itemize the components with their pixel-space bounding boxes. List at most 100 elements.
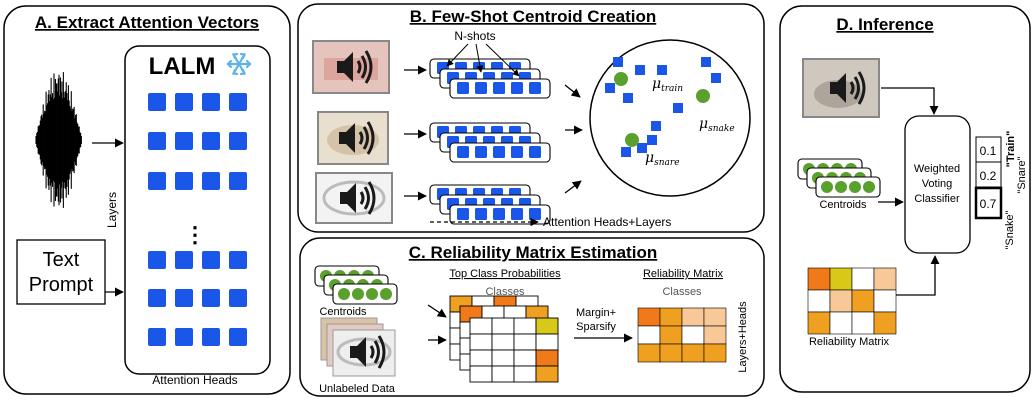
classifier-line1: Weighted: [914, 163, 960, 175]
class-label-snare: "Snare": [1016, 156, 1028, 193]
weighted-voting-classifier: [904, 115, 971, 254]
centroid-dot: [338, 288, 350, 300]
audio-thumb-train: [312, 40, 390, 94]
prob-cell: [491, 365, 515, 383]
prob-cell: [491, 333, 515, 351]
panel-c-frame: [299, 237, 765, 397]
reliability-cell: [637, 343, 661, 363]
reliability-cell: [829, 289, 853, 313]
reliability-cell: [873, 289, 897, 313]
classifier-line3: Classifier: [914, 193, 960, 205]
few-shot-stacks: [429, 58, 551, 225]
text-prompt-line2: Prompt: [29, 274, 94, 296]
reliability-cell: [873, 311, 897, 335]
centroid-dot: [835, 181, 847, 193]
attention-head-square: [229, 132, 247, 150]
attention-head-square: [148, 328, 166, 346]
reliability-cell: [681, 307, 705, 327]
reliability-cell: [703, 325, 727, 345]
prob-cell: [469, 317, 493, 335]
mu-snare: μsnare: [645, 150, 680, 168]
top-class-probs-label: Top Class Probabilities: [449, 268, 561, 280]
text-prompt-line1: Text: [43, 249, 80, 271]
attention-head-square: [202, 172, 220, 190]
sample-point: [605, 83, 615, 93]
score-snare: 0.2: [980, 169, 997, 183]
vector-square: [475, 82, 487, 94]
audio-thumb-snake: [317, 111, 389, 165]
reliability-cell: [851, 311, 875, 335]
vector-square: [493, 208, 505, 220]
reliability-cell: [829, 311, 853, 335]
panel-b-title: B. Few-Shot Centroid Creation: [410, 7, 657, 26]
classifier-line2: Voting: [922, 178, 953, 190]
reliability-cell: [807, 267, 831, 291]
centroid-point: [696, 89, 710, 103]
prob-cell: [469, 365, 493, 383]
attention-head-square: [175, 251, 193, 269]
attention-head-square: [175, 289, 193, 307]
prob-cell: [513, 349, 537, 367]
attention-head-square: [148, 132, 166, 150]
vector-square: [529, 208, 541, 220]
snowflake-icon: [226, 52, 252, 76]
centroid-stack: [314, 265, 398, 305]
score-snake: 0.7: [980, 197, 997, 211]
attention-head-square: [229, 289, 247, 307]
attention-head-square: [202, 93, 220, 111]
vector-square: [493, 82, 505, 94]
vector-square: [529, 82, 541, 94]
vector-square: [511, 208, 523, 220]
attention-heads-label: Attention Heads: [152, 373, 237, 387]
panel-a: A. Extract Attention Vectors LALM ⋮ Laye…: [3, 5, 291, 395]
unlabeled-data-images: [320, 317, 396, 377]
reliability-cell: [807, 311, 831, 335]
panel-c-title: C. Reliability Matrix Estimation: [409, 243, 657, 262]
centroids-label-c: Centroids: [319, 306, 367, 318]
waveform-icon: [35, 72, 82, 208]
class-label-snake: "Snake": [1004, 210, 1016, 249]
top-class-probability-matrices: [449, 295, 559, 383]
panel-b: B. Few-Shot Centroid Creation N-shots: [297, 3, 765, 233]
reliability-matrix-label-c: Reliability Matrix: [643, 268, 724, 280]
reliability-matrix-d: [807, 267, 897, 335]
centroid-dot: [821, 181, 833, 193]
reliability-cell: [637, 307, 661, 327]
embedding-points: [605, 57, 721, 157]
vector-square: [511, 82, 523, 94]
layers-heads-label: Layers+Heads: [737, 301, 749, 373]
attention-head-square: [175, 132, 193, 150]
sample-point: [637, 143, 647, 153]
lalm-box: [124, 45, 271, 375]
vector-square: [475, 146, 487, 158]
reliability-cell: [637, 325, 661, 345]
prob-cell: [535, 365, 559, 383]
attention-head-square: [202, 328, 220, 346]
centroid-point: [614, 72, 628, 86]
centroid-vector: [332, 283, 398, 305]
attention-head-square: [148, 251, 166, 269]
sample-point: [621, 147, 631, 157]
reliability-matrix-label-d: Reliability Matrix: [809, 336, 890, 348]
prob-cell: [469, 349, 493, 367]
attention-head-square: [202, 289, 220, 307]
attention-head-square: [229, 251, 247, 269]
reliability-cell: [681, 343, 705, 363]
reliability-cell: [851, 289, 875, 313]
reliability-cell: [681, 325, 705, 345]
sample-point: [613, 57, 623, 67]
sample-point: [651, 121, 661, 131]
panel-d: D. Inference Centroids Weighted Voting C…: [779, 5, 1031, 393]
classes-label-c: Classes: [485, 286, 525, 298]
heads-layers-axis-label: Attention Heads+Layers: [543, 215, 671, 229]
n-shots-label: N-shots: [454, 29, 495, 43]
reliability-cell: [659, 307, 683, 327]
centroid-dot: [863, 181, 875, 193]
centroid-dot: [352, 288, 364, 300]
sample-point: [657, 65, 667, 75]
panel-d-title: D. Inference: [836, 15, 933, 34]
prob-cell: [513, 333, 537, 351]
text-prompt-box: [16, 239, 106, 305]
lalm-label: LALM: [149, 53, 216, 80]
